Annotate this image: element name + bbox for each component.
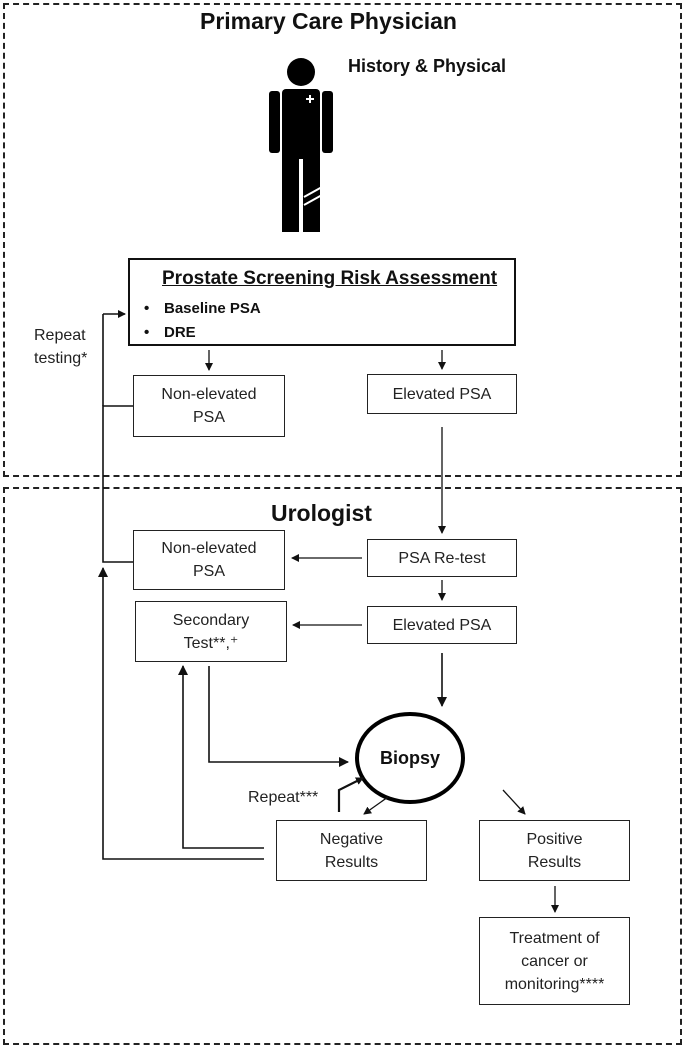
repeat-testing-line-2: testing* bbox=[34, 350, 88, 367]
negative-results-box: Negative Results bbox=[276, 820, 427, 881]
negative-results-line-2: Results bbox=[324, 853, 379, 871]
history-physical-label: History & Physical bbox=[348, 56, 507, 76]
uro-non-elevated-psa-box: Non-elevated PSA bbox=[133, 530, 285, 590]
repeat-testing-line-1: Repeat bbox=[34, 327, 86, 344]
arrow-biopsy-to-positive bbox=[502, 789, 526, 815]
negative-results-line-1: Negative bbox=[319, 830, 384, 848]
secondary-test-line-1: Secondary bbox=[172, 611, 250, 629]
pcp-non-elevated-line-1: Non-elevated bbox=[161, 386, 257, 403]
treatment-line-2: cancer or bbox=[521, 952, 588, 970]
arrow-biopsy-to-negative bbox=[363, 796, 389, 815]
psa-retest-label: PSA Re-test bbox=[398, 549, 486, 567]
treatment-box: Treatment of cancer or monitoring**** bbox=[479, 917, 630, 1005]
psa-retest-box: PSA Re-test bbox=[367, 539, 517, 577]
risk-assessment-list: Baseline PSA DRE bbox=[144, 297, 261, 345]
repeat-testing-loop bbox=[102, 405, 133, 563]
repeat-testing-label: Repeat testing* bbox=[34, 324, 87, 370]
arrow-repeat-biopsy bbox=[337, 777, 364, 812]
arrow-negative-to-nonelevated bbox=[98, 567, 264, 860]
biopsy-node: Biopsy bbox=[355, 712, 465, 804]
pcp-section-title: Primary Care Physician bbox=[200, 8, 457, 34]
uro-non-elevated-line-2: PSA bbox=[192, 563, 225, 580]
positive-results-box: Positive Results bbox=[479, 820, 630, 881]
secondary-test-line-2: Test**,⁺ bbox=[183, 634, 239, 652]
secondary-test-box: Secondary Test**,⁺ bbox=[135, 601, 287, 662]
pcp-section bbox=[3, 3, 682, 477]
positive-results-line-2: Results bbox=[527, 853, 582, 871]
arrow-secondary-to-biopsy bbox=[208, 666, 349, 767]
pcp-non-elevated-psa-box: Non-elevated PSA bbox=[133, 375, 285, 437]
urologist-section bbox=[3, 487, 682, 1045]
positive-results-line-1: Positive bbox=[526, 830, 583, 848]
treatment-line-1: Treatment of bbox=[509, 929, 600, 947]
pcp-elevated-label: Elevated PSA bbox=[392, 385, 492, 403]
risk-item-dre: DRE bbox=[144, 321, 261, 345]
repeat-biopsy-label: Repeat*** bbox=[248, 789, 319, 806]
uro-elevated-label: Elevated PSA bbox=[392, 616, 492, 634]
risk-item-baseline-psa: Baseline PSA bbox=[144, 297, 261, 321]
biopsy-label: Biopsy bbox=[379, 747, 440, 768]
pcp-elevated-psa-box: Elevated PSA bbox=[367, 374, 517, 414]
person-with-cross-icon bbox=[269, 58, 333, 232]
pcp-non-elevated-line-2: PSA bbox=[192, 409, 225, 426]
treatment-line-3: monitoring**** bbox=[504, 975, 605, 993]
uro-non-elevated-line-1: Non-elevated bbox=[161, 540, 257, 557]
urologist-section-title: Urologist bbox=[271, 500, 372, 526]
arrow-negative-to-secondary bbox=[178, 665, 264, 849]
risk-assessment-title: Prostate Screening Risk Assessment bbox=[162, 268, 498, 289]
risk-assessment-box: Prostate Screening Risk Assessment Basel… bbox=[128, 258, 516, 346]
uro-elevated-psa-box: Elevated PSA bbox=[367, 606, 517, 644]
